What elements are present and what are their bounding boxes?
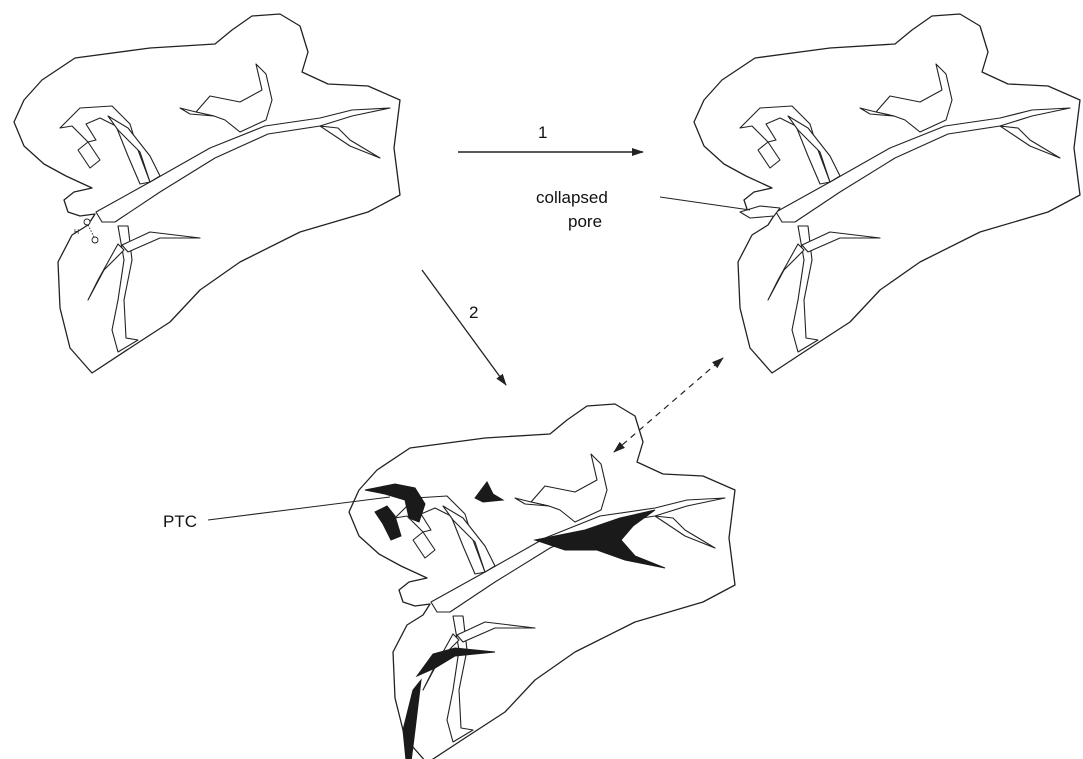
collapsed-pore-label-line1: collapsed — [536, 188, 608, 207]
collapsed-pore-label-line2: pore — [568, 212, 602, 231]
hydrogen-bond-marker: H — [74, 219, 98, 243]
particle-collapsed — [694, 14, 1080, 373]
ptc-leader — [208, 497, 390, 520]
ptc-label: PTC — [163, 512, 197, 531]
arrow-step-2 — [422, 270, 506, 385]
dashed-double-arrow — [614, 358, 723, 452]
step-1-label: 1 — [538, 123, 547, 142]
particle-original: H — [14, 14, 400, 373]
particle-ptc — [349, 404, 735, 759]
collapsed-pore-leader — [660, 197, 750, 210]
step-2-label: 2 — [469, 303, 478, 322]
h-label: H — [74, 229, 79, 236]
